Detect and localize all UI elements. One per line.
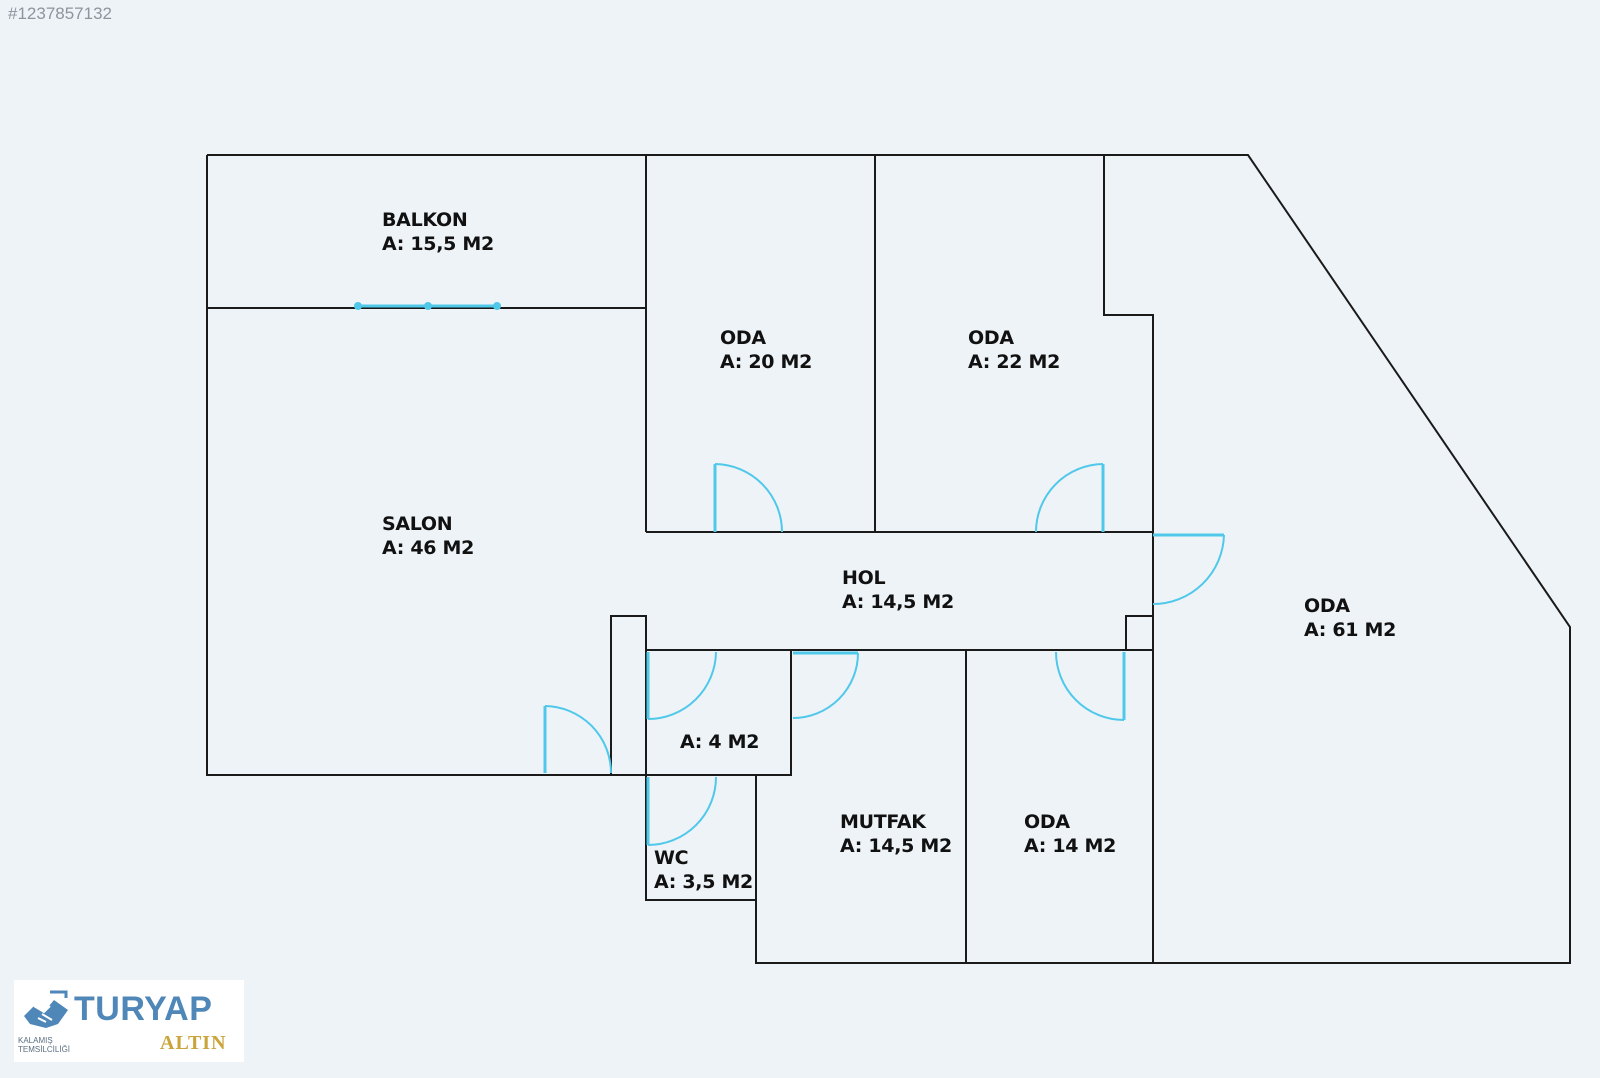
listing-id: #1237857132	[8, 4, 113, 23]
logo-tier-text: ALTIN	[160, 1032, 227, 1054]
room-name: WC	[654, 847, 689, 869]
room-area: A: 20 M2	[720, 351, 813, 373]
room-label-oda-large: ODA A: 61 M2	[1304, 594, 1396, 642]
room-area: A: 15,5 M2	[382, 233, 494, 255]
room-label-oda-3: ODA A: 14 M2	[1024, 810, 1116, 858]
room-area: A: 61 M2	[1304, 619, 1397, 641]
room-area: A: 22 M2	[968, 351, 1061, 373]
room-label-balkon: BALKON A: 15,5 M2	[382, 208, 494, 256]
room-area: A: 14 M2	[1024, 835, 1117, 857]
room-name: SALON	[382, 513, 453, 535]
room-name: BALKON	[382, 209, 468, 231]
room-area: A: 46 M2	[382, 537, 475, 559]
room-area: A: 14,5 M2	[840, 835, 952, 857]
room-name: ODA	[968, 327, 1014, 349]
pillar-right	[1125, 615, 1153, 650]
room-label-oda-2: ODA A: 22 M2	[968, 326, 1060, 374]
room-label-mutfak: MUTFAK A: 14,5 M2	[840, 810, 952, 858]
logo-sub-line-1: KALAMIŞ	[18, 1036, 53, 1045]
room-name: ODA	[1304, 595, 1350, 617]
oda2-right-wall	[1103, 155, 1154, 532]
room-area: A: 14,5 M2	[842, 591, 954, 613]
room-name: HOL	[842, 567, 886, 589]
small-room-wall	[645, 650, 792, 776]
room-area: A: 3,5 M2	[654, 871, 753, 893]
pillar-left	[610, 615, 647, 775]
room-label-wc: WC A: 3,5 M2	[654, 846, 753, 894]
brand-logo: TURYAP KALAMIŞ TEMSİLCİLİĞİ ALTIN	[14, 980, 244, 1062]
room-area: A: 4 M2	[680, 731, 760, 753]
walls	[206, 154, 1571, 964]
room-label-salon: SALON A: 46 M2	[382, 512, 474, 560]
room-name: ODA	[720, 327, 766, 349]
logo-brand-text: TURYAP	[74, 990, 213, 1028]
logo-sub-line-2: TEMSİLCİLİĞİ	[18, 1045, 71, 1054]
handshake-logo-icon	[24, 990, 68, 1028]
room-name: ODA	[1024, 811, 1070, 833]
doors	[354, 302, 1225, 846]
room-label-hol: HOL A: 14,5 M2	[842, 566, 954, 614]
room-label-oda-1: ODA A: 20 M2	[720, 326, 812, 374]
logo-subtitle: KALAMIŞ TEMSİLCİLİĞİ	[18, 1036, 70, 1054]
room-label-small: A: 4 M2	[680, 730, 759, 754]
room-name: MUTFAK	[840, 811, 926, 833]
